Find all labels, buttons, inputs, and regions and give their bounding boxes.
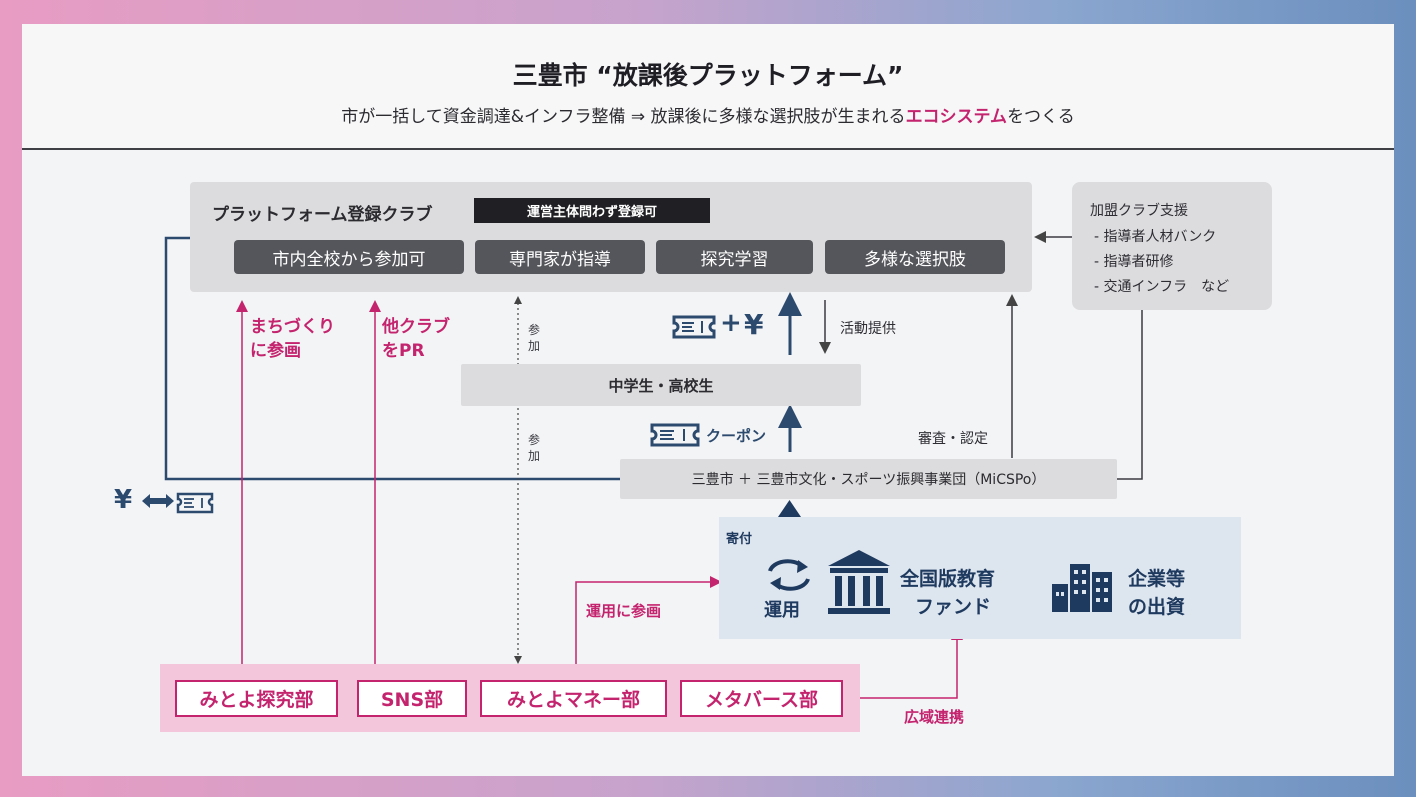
otherclub-label-2: をPR [382,341,425,361]
yen-icon: ¥ [114,485,133,515]
registration-tag: 運営主体問わず登録可 [474,198,710,223]
member-support-box [1072,182,1272,310]
participation-label: 参加 [527,323,540,353]
management-label: 運用 [764,600,800,621]
fund-management-arrow [575,576,722,665]
coupon-label: クーポン [706,427,767,445]
club-box: SNS部 [357,680,467,717]
yen-icon: ¥ [744,308,764,341]
ticket-icon [176,492,214,514]
fund-participation-label: 運用に参画 [586,602,662,620]
investor-line2: の出資 [1128,596,1186,618]
buildings-icon [1052,564,1112,612]
support-item: - 指導者研修 [1094,254,1174,270]
support-item: - 指導者人材バンク [1094,229,1217,245]
page-subtitle: 市が一括して資金調達&インフラ整備 ⇒ 放課後に多様な選択肢が生まれるエコシステ… [22,102,1394,127]
cycle-icon [768,559,810,591]
subtitle-tail: をつくる [1007,107,1075,127]
club-box: みとよ探究部 [175,680,338,717]
ticket-icon [672,315,716,339]
ticket-icon [650,423,700,447]
subtitle-highlight: エコシステム [905,107,1008,127]
review-label: 審査・認定 [918,431,988,447]
support-title: 加盟クラブ支援 [1090,203,1188,219]
club-box: みとよマネー部 [480,680,667,717]
machizukuri-label-1: まちづくり [250,317,335,337]
support-link-line [1117,310,1143,480]
wide-area-arrow [844,628,963,699]
feature-pill: 探究学習 [656,240,813,274]
wide-area-label: 広域連携 [904,708,965,726]
slide-card: 三豊市 “放課後プラットフォーム” 市が一括して資金調達&インフラ整備 ⇒ 放課… [22,24,1394,776]
participation-label: 参加 [527,433,540,463]
activity-label: 活動提供 [840,321,896,337]
machizukuri-label-2: に参画 [250,341,301,361]
feature-pill: 専門家が指導 [475,240,645,274]
platform-title: プラットフォーム登録クラブ [212,205,433,225]
club-box: メタバース部 [680,680,843,717]
support-item: - 交通インフラ など [1094,279,1230,295]
fund-name-line2: ファンド [915,596,992,618]
plus-symbol: + [720,308,742,338]
donation-label: 寄付 [726,532,753,547]
header-divider [22,148,1394,150]
students-box: 中学生・高校生 [461,364,861,406]
feature-pill: 多様な選択肢 [825,240,1005,274]
exchange-arrow-icon [142,494,174,508]
feature-pill: 市内全校から参加可 [234,240,464,274]
subtitle-text: 市が一括して資金調達&インフラ整備 ⇒ 放課後に多様な選択肢が生まれる [341,107,906,127]
coupon-loop-line [164,236,620,481]
education-fund-box [719,517,1241,639]
header: 三豊市 “放課後プラットフォーム” 市が一括して資金調達&インフラ整備 ⇒ 放課… [22,24,1394,148]
city-micspo-box: 三豊市 ＋ 三豊市文化・スポーツ振興事業団（MiCSPo） [620,459,1117,499]
otherclub-label-1: 他クラブ [382,317,450,337]
investor-line1: 企業等 [1128,568,1186,590]
bank-icon [828,550,890,614]
page-title: 三豊市 “放課後プラットフォーム” [512,61,904,90]
fund-name-line1: 全国版教育 [900,568,996,590]
